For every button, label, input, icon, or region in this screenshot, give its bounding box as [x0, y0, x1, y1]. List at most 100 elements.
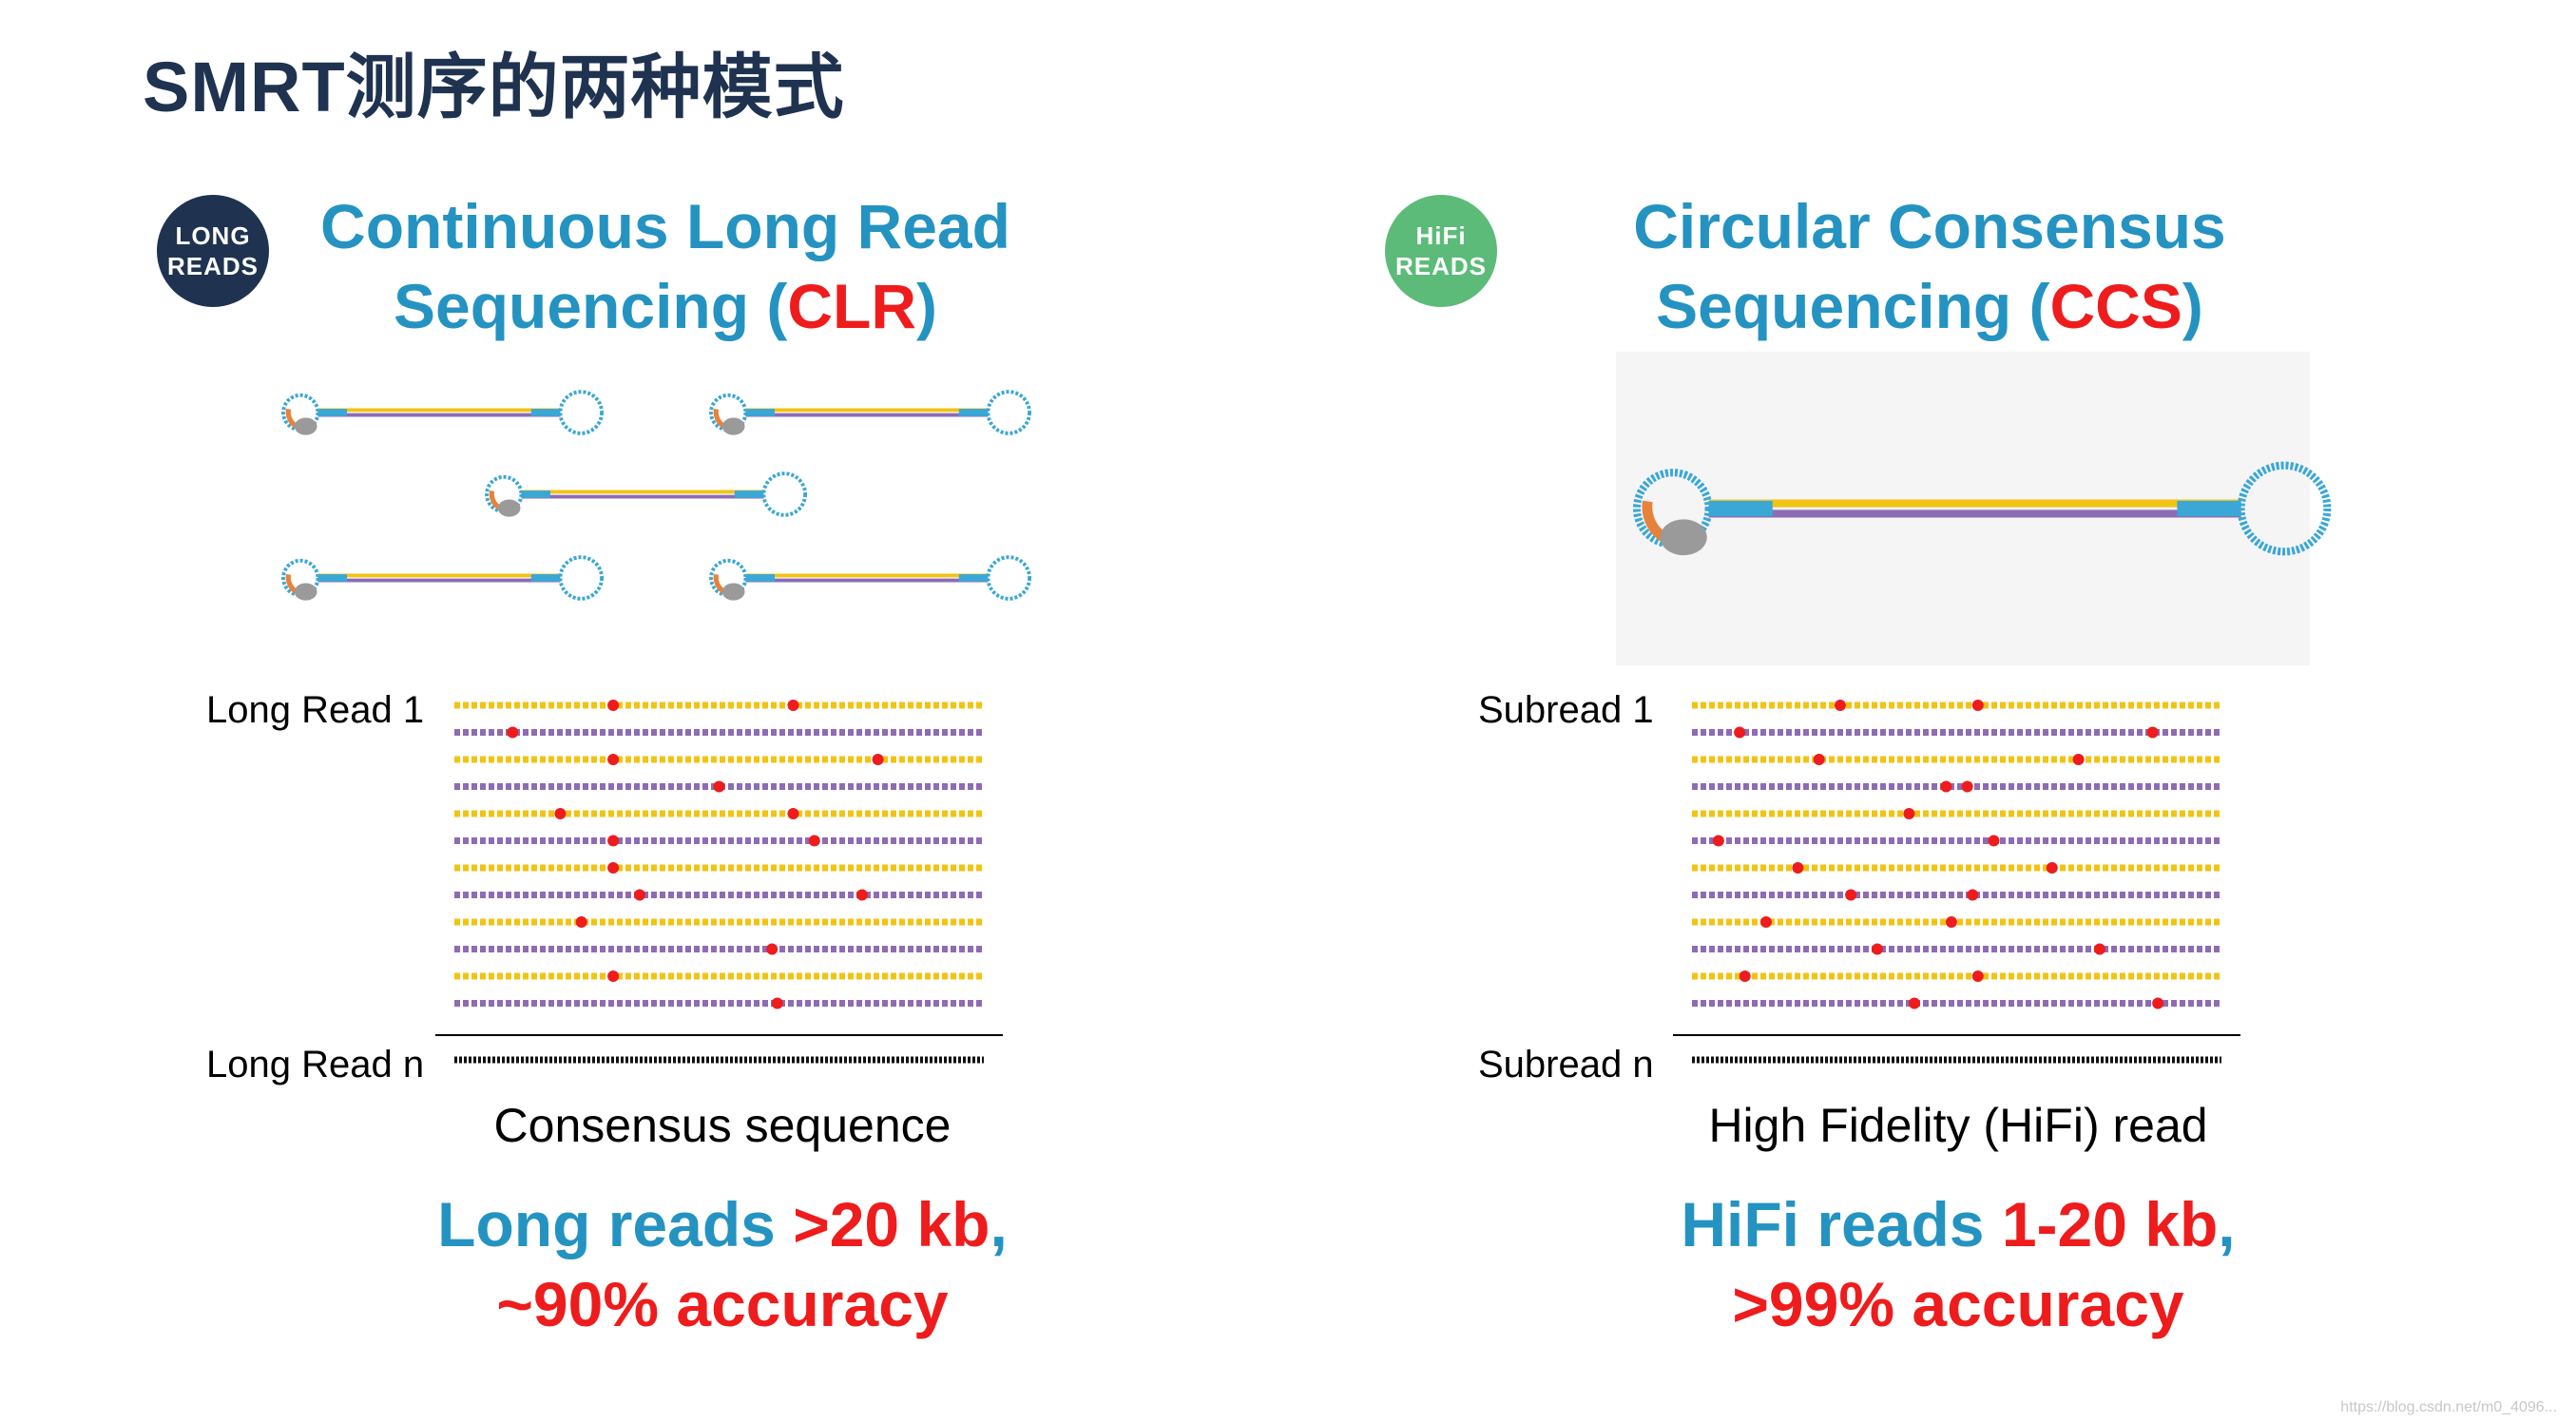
ccs-heading-line2: Sequencing (CCS)	[1559, 266, 2300, 346]
sequencing-error	[1961, 780, 1973, 793]
left-hairpin-loop	[709, 393, 748, 432]
left-hairpin-loop	[281, 393, 320, 432]
sequencing-error	[1734, 726, 1746, 739]
badge-line2: READS	[1394, 252, 1487, 280]
sequencing-error	[1845, 889, 1857, 901]
smrtbell-molecule	[709, 555, 1032, 601]
badge-line2: READS	[166, 252, 259, 280]
clr-accuracy: ~90% accuracy	[496, 1269, 949, 1339]
ccs-summary-prefix: HiFi reads	[1681, 1189, 2002, 1259]
ccs-molecule-panel	[1616, 352, 2310, 665]
ccs-consensus-label: High Fidelity (HiFi) read	[1708, 1099, 2208, 1152]
sequencing-error	[1971, 970, 1984, 982]
sequencing-error	[575, 916, 587, 928]
hifi-reads-badge: HiFi READS	[1385, 195, 1497, 307]
polymerase-strand	[285, 408, 308, 432]
sequencing-error	[607, 835, 620, 847]
ccs-heading-suffix: )	[2182, 271, 2203, 341]
polymerase-blob	[497, 499, 521, 517]
sequencing-error	[2152, 997, 2164, 1009]
left-hairpin-loop	[709, 558, 748, 598]
sequencing-error	[1971, 700, 1984, 711]
smrtbell-molecule	[281, 390, 605, 435]
clr-label-first: Long Read 1	[206, 689, 425, 731]
sequencing-error	[787, 808, 799, 819]
clr-read-length: >20 kb	[793, 1189, 990, 1259]
clr-consensus-label: Consensus sequence	[493, 1099, 952, 1152]
right-hairpin-loop	[761, 471, 808, 517]
clr-summary-line1: Long reads >20 kb,	[371, 1184, 1074, 1264]
sequencing-error	[1988, 835, 2000, 847]
sequencing-error	[633, 889, 645, 901]
clr-label-last: Long Read n	[206, 1044, 425, 1086]
ccs-label-last: Subread n	[1478, 1044, 1654, 1086]
sequencing-error	[2093, 943, 2105, 955]
clr-heading: Continuous Long Read Sequencing (CLR)	[285, 186, 1046, 346]
sequencing-error	[771, 997, 783, 1009]
sequencing-error	[713, 780, 725, 793]
smrtbell-molecule	[709, 390, 1032, 435]
ccs-summary-line1: HiFi reads 1-20 kb,	[1597, 1184, 2319, 1264]
polymerase-strand	[713, 408, 736, 432]
clr-abbrev: CLR	[787, 271, 917, 341]
sequencing-error	[2072, 754, 2085, 765]
sequencing-error	[607, 754, 620, 765]
polymerase-strand	[285, 573, 308, 597]
smrtbell-molecule	[281, 555, 605, 601]
clr-heading-prefix: Sequencing (	[393, 271, 788, 341]
sequencing-error	[855, 889, 868, 901]
left-hairpin-loop	[281, 558, 320, 598]
left-hairpin-loop	[485, 474, 524, 514]
sequencing-error	[1903, 808, 1915, 819]
ccs-label-first: Subread 1	[1478, 689, 1654, 731]
sequencing-error	[1908, 997, 1920, 1009]
sequencing-error	[607, 862, 620, 874]
polymerase-strand	[713, 573, 736, 597]
sequencing-error	[1759, 916, 1772, 928]
clr-heading-line1: Continuous Long Read	[320, 191, 1010, 261]
clr-heading-suffix: )	[916, 271, 937, 341]
sequencing-error	[1792, 862, 1804, 874]
sequencing-error	[507, 726, 519, 739]
sequencing-error	[787, 700, 799, 711]
ccs-summary-comma: ,	[2218, 1189, 2236, 1259]
sequencing-error	[766, 943, 779, 955]
sequencing-error	[1712, 835, 1724, 847]
sequencing-error	[872, 754, 884, 765]
right-hairpin-loop	[986, 390, 1032, 435]
watermark: https://blog.csdn.net/m0_4096...	[2340, 1399, 2557, 1415]
sequencing-error	[1739, 970, 1751, 982]
badge-line1: HiFi	[1415, 221, 1467, 250]
smrtbell-molecule	[485, 471, 808, 517]
sequencing-error	[607, 700, 620, 711]
sequencing-error	[1967, 889, 1979, 901]
sequencing-error	[554, 808, 567, 819]
sequencing-error	[1834, 700, 1846, 711]
polymerase-blob	[721, 583, 745, 601]
ccs-heading-line1: Circular Consensus	[1633, 191, 2226, 261]
clr-summary-prefix: Long reads	[437, 1189, 794, 1259]
ccs-accuracy: >99% accuracy	[1732, 1269, 2184, 1339]
ccs-heading: Circular Consensus Sequencing (CCS)	[1559, 186, 2300, 346]
polymerase-blob	[294, 417, 317, 435]
badge-line1: LONG	[175, 221, 251, 250]
sequencing-error	[2146, 726, 2159, 739]
sequencing-error	[1813, 754, 1825, 765]
clr-summary-comma: ,	[990, 1189, 1008, 1259]
ccs-abbrev: CCS	[2049, 271, 2182, 341]
polymerase-strand	[489, 490, 511, 513]
clr-heading-line2: Sequencing (CLR)	[285, 266, 1046, 346]
sequencing-error	[1871, 943, 1883, 955]
long-reads-badge: LONG READS	[157, 195, 269, 307]
right-hairpin-loop	[558, 555, 605, 601]
ccs-read-length: 1-20 kb	[2001, 1189, 2219, 1259]
clr-summary: Long reads >20 kb, ~90% accuracy	[371, 1184, 1074, 1344]
sequencing-error	[607, 970, 620, 982]
page-title: SMRT测序的两种模式	[143, 48, 845, 126]
polymerase-blob	[294, 583, 317, 601]
sequencing-error	[1940, 780, 1952, 793]
polymerase-blob	[721, 417, 745, 435]
sequencing-error	[808, 835, 820, 847]
sequencing-error	[2046, 862, 2058, 874]
right-hairpin-loop	[986, 555, 1032, 601]
